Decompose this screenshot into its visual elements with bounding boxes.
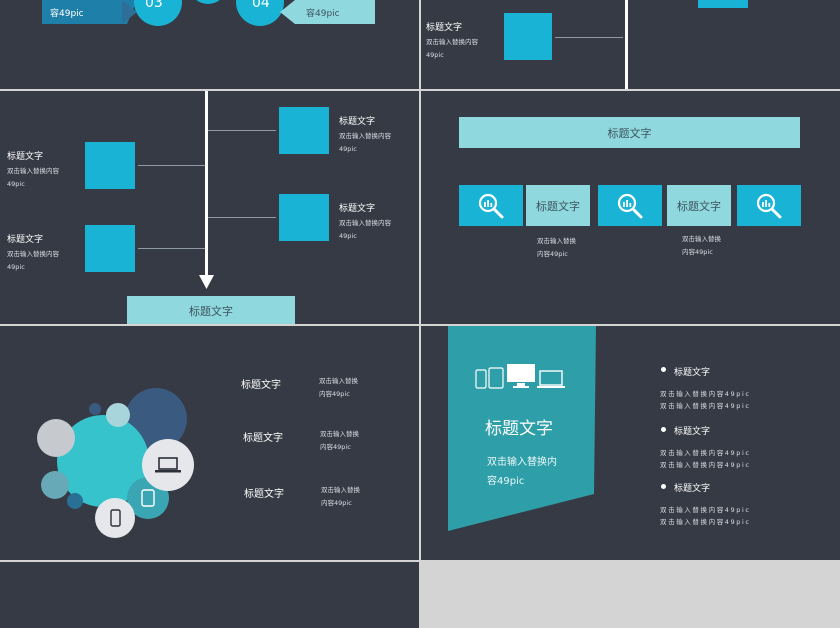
laptop-icon	[155, 457, 181, 473]
phone-icon	[109, 509, 121, 527]
left-box-2	[85, 225, 135, 272]
bullet-3-line2: 双击输入替换内容49pic	[660, 518, 751, 526]
label-tile-1: 标题文字	[526, 185, 590, 226]
connector-right-1	[208, 130, 276, 131]
slide5-item-3-line2: 内容49pic	[321, 499, 352, 507]
slide2-vline	[625, 0, 628, 89]
arrow-down-icon	[199, 275, 214, 289]
left-box-1	[85, 142, 135, 189]
slide-4[interactable]: 标题文字 标题文字 标题文字 双击输入替换 内容49pic 双击输入替换 内容4…	[421, 91, 840, 324]
magnifier-chart-icon	[478, 193, 504, 218]
bubble-navy-small	[89, 403, 101, 415]
arrow-right-text: 容49pic	[306, 9, 340, 19]
arrow-left-text: 容49pic	[50, 9, 84, 19]
magnifier-chart-icon	[617, 193, 643, 218]
left-item-2-title: 标题文字	[7, 235, 44, 245]
left-item-2-desc: 双击输入替换内容	[7, 250, 59, 258]
left-item-1-title: 标题文字	[7, 152, 44, 162]
connector-left-2	[138, 248, 205, 249]
slide-5[interactable]: 标题文字 双击输入替换 内容49pic 标题文字 双击输入替换 内容49pic …	[0, 326, 419, 560]
bullet-2-title: 标题文字	[674, 427, 711, 437]
slide5-item-1-title: 标题文字	[241, 380, 281, 391]
flow-bottom-label: 标题文字	[127, 296, 295, 324]
connector-right-2	[208, 217, 276, 218]
slide-2[interactable]: 标题文字 双击输入替换内容 49pic	[421, 0, 840, 89]
search-tile-3	[737, 185, 801, 226]
right-box-1	[279, 107, 329, 154]
caption-2-line1: 双击输入替换	[682, 235, 721, 243]
bubble-dark-small	[67, 493, 83, 509]
bubble-phone	[95, 498, 135, 538]
bullet-1-line1: 双击输入替换内容49pic	[660, 390, 751, 398]
circle-03-label: 03	[145, 0, 163, 11]
right-item-2-desc2: 49pic	[339, 232, 357, 240]
caption-2-line2: 内容49pic	[682, 248, 713, 256]
slide5-item-3-title: 标题文字	[244, 489, 284, 500]
bullet-dot-1	[661, 367, 666, 372]
devices-icon	[475, 364, 565, 389]
banner-desc-2: 容49pic	[487, 476, 525, 487]
slide5-item-1-line1: 双击输入替换	[319, 377, 358, 385]
right-item-2-desc: 双击输入替换内容	[339, 219, 391, 227]
slide-1[interactable]: 容49pic 03 04 容49pic	[0, 0, 419, 89]
bullet-dot-2	[661, 427, 666, 432]
slide2-top-box	[698, 0, 748, 8]
slide5-item-2-line1: 双击输入替换	[320, 430, 359, 438]
left-item-2-desc2: 49pic	[7, 263, 25, 271]
connector-left-1	[138, 165, 205, 166]
label-tile-2: 标题文字	[667, 185, 731, 226]
left-item-1-desc2: 49pic	[7, 180, 25, 188]
slide4-header-label: 标题文字	[459, 117, 800, 148]
circle-04-label: 04	[252, 0, 270, 11]
arrow-right-shape	[280, 0, 375, 24]
slide2-box	[504, 13, 552, 60]
slide2-desc2: 49pic	[426, 51, 444, 59]
teal-banner	[448, 326, 596, 531]
right-item-1-desc: 双击输入替换内容	[339, 132, 391, 140]
bullet-2-line1: 双击输入替换内容49pic	[660, 449, 751, 457]
bullet-dot-3	[661, 484, 666, 489]
flow-vertical-line	[205, 91, 208, 277]
slide2-desc: 双击输入替换内容	[426, 38, 478, 46]
slide2-connector	[555, 37, 623, 38]
bullet-1-title: 标题文字	[674, 368, 711, 378]
bullet-3-line1: 双击输入替换内容49pic	[660, 506, 751, 514]
slide-3[interactable]: 标题文字 双击输入替换内容 49pic 标题文字 双击输入替换内容 49pic …	[0, 91, 419, 324]
right-box-2	[279, 194, 329, 241]
left-item-1-desc: 双击输入替换内容	[7, 167, 59, 175]
circle-middle	[189, 0, 227, 4]
slide-6[interactable]: 标题文字 双击输入替换内 容49pic 标题文字 双击输入替换内容49pic 双…	[421, 326, 840, 560]
bullet-3-title: 标题文字	[674, 484, 711, 494]
right-item-2-title: 标题文字	[339, 204, 376, 214]
bubble-mid-left	[41, 471, 69, 499]
caption-1-line1: 双击输入替换	[537, 237, 576, 245]
slide5-item-2-title: 标题文字	[243, 433, 283, 444]
slide2-title: 标题文字	[426, 23, 463, 33]
slide5-item-3-line1: 双击输入替换	[321, 486, 360, 494]
bullet-1-line2: 双击输入替换内容49pic	[660, 402, 751, 410]
tablet-icon	[141, 489, 155, 507]
magnifier-chart-icon	[756, 193, 782, 218]
bullet-2-line2: 双击输入替换内容49pic	[660, 461, 751, 469]
search-tile-1	[459, 185, 523, 226]
search-tile-2	[598, 185, 662, 226]
slide5-item-1-line2: 内容49pic	[319, 390, 350, 398]
banner-desc-1: 双击输入替换内	[487, 457, 557, 468]
bubble-light-top	[106, 403, 130, 427]
bubble-gray-left	[37, 419, 75, 457]
right-item-1-title: 标题文字	[339, 117, 376, 127]
slide5-item-2-line2: 内容49pic	[320, 443, 351, 451]
slide-7[interactable]	[0, 562, 419, 628]
arrow-left-shape	[42, 0, 137, 24]
bubble-laptop	[142, 439, 194, 491]
right-item-1-desc2: 49pic	[339, 145, 357, 153]
caption-1-line2: 内容49pic	[537, 250, 568, 258]
banner-title: 标题文字	[485, 419, 553, 439]
